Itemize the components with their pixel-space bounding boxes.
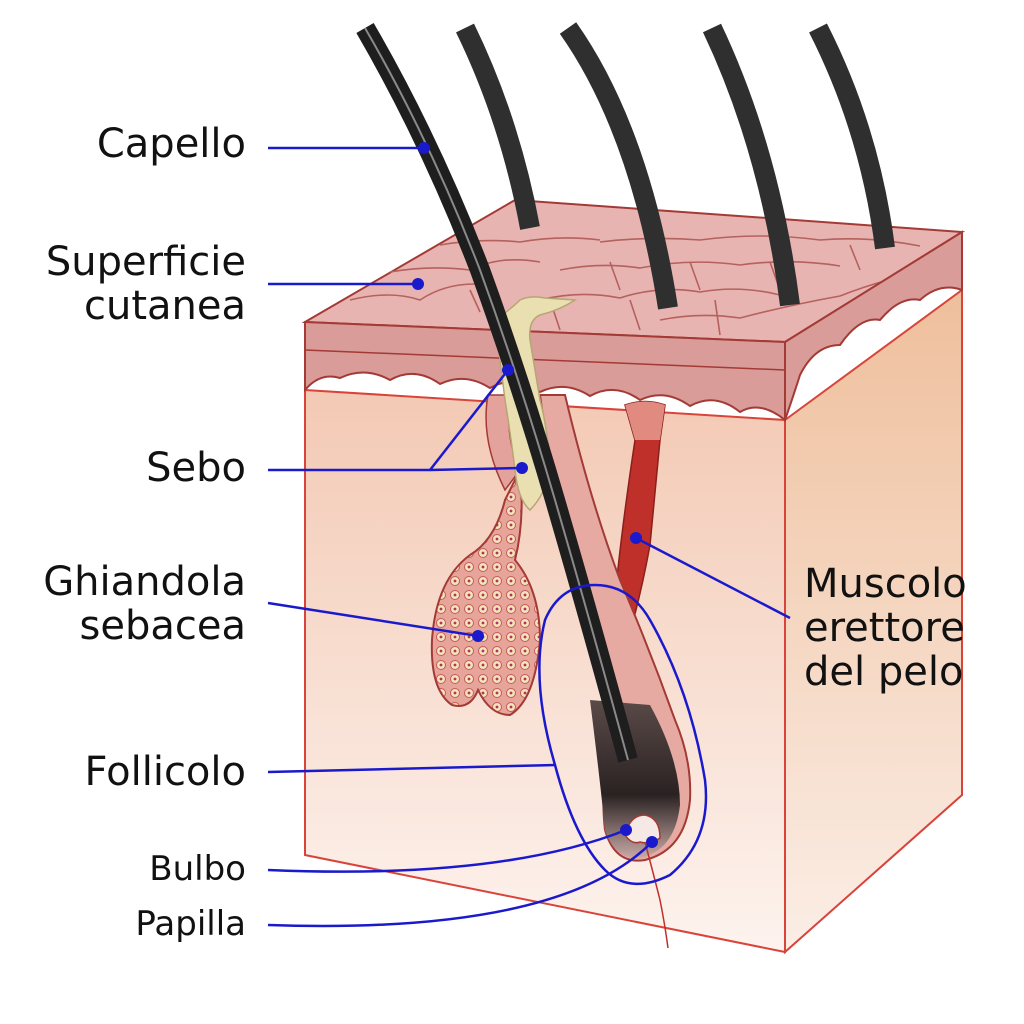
epidermis-side-band [784, 230, 963, 421]
leader-bulbo [267, 828, 627, 873]
label-superficie-line1: Superficie [45, 239, 246, 285]
papilla-capillary [644, 841, 669, 949]
leader-sebo [268, 369, 523, 472]
label-ghiandola-sebacea: Ghiandola sebacea [43, 560, 246, 648]
leader-ghiandola [267, 601, 479, 638]
label-ghiandola-line1: Ghiandola [43, 559, 246, 605]
leader-follicolo [267, 763, 557, 774]
label-papilla: Papilla [135, 904, 246, 944]
label-superficie-line2: cutanea [83, 283, 246, 329]
label-muscolo-erettore: Muscolo erettore del pelo [804, 562, 967, 694]
label-sebo: Sebo [146, 445, 246, 491]
label-superficie-cutanea: Superficie cutanea [46, 240, 246, 328]
label-muscolo-line2: erettore [804, 605, 965, 651]
follicle-outline [538, 583, 708, 886]
epidermis-layer-line [304, 349, 786, 371]
label-capello: Capello [96, 121, 246, 167]
dermis-side-face [784, 288, 963, 955]
leader-muscolo [635, 536, 791, 620]
epidermis-front-band [304, 320, 786, 423]
label-muscolo-line3: del pelo [804, 649, 964, 695]
leader-dots [412, 142, 658, 848]
dermal-papilla [624, 814, 661, 844]
label-follicolo: Follicolo [84, 749, 246, 795]
label-bulbo: Bulbo [149, 849, 246, 889]
leader-lines [267, 146, 791, 928]
sebaceous-gland [430, 466, 542, 717]
leader-papilla [267, 841, 653, 928]
background-hairs [456, 22, 895, 310]
label-muscolo-line1: Muscolo [804, 561, 967, 607]
label-ghiandola-line2: sebacea [79, 603, 246, 649]
